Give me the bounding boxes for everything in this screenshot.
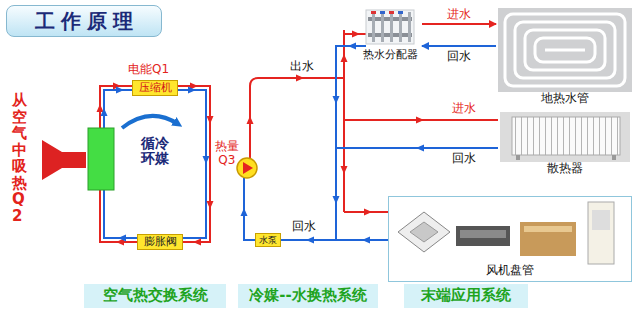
- refrigerant-pipe: [104, 90, 206, 238]
- flow-arrows: [241, 31, 425, 244]
- pipe-label: 出水: [290, 60, 314, 74]
- title-text: 工作原理: [29, 8, 139, 35]
- power-label: 电能Q1: [128, 63, 169, 77]
- pipe-connector: [422, 45, 496, 47]
- water-pump-box: 水泵: [255, 233, 281, 247]
- expansion-valve-box: 膨胀阀: [137, 234, 183, 250]
- distributor-unit: 热水分配器: [358, 6, 422, 64]
- pipe-label: 回水: [292, 220, 316, 234]
- floor-heating-panel: 地热水管: [496, 6, 634, 108]
- node-label: 压缩机: [139, 82, 172, 95]
- node-label: 膨胀阀: [144, 236, 177, 249]
- system-band: 末端应用系统: [404, 284, 528, 308]
- pipe-label: 回水: [452, 152, 476, 166]
- radiator-picture: [500, 112, 630, 162]
- node-label: 空气热交换系统: [103, 287, 208, 304]
- node-label: 地热水管: [541, 92, 589, 106]
- pipe-label: 进水: [452, 102, 476, 116]
- pump-symbol: [237, 158, 257, 178]
- node-label: 散热器: [547, 162, 583, 176]
- node-label: 水泵: [259, 235, 277, 245]
- air-horn: [42, 140, 86, 180]
- supply-pipe: [250, 30, 498, 212]
- refrigerant-label: 循环冷媒: [141, 136, 169, 167]
- node-label: 热水分配器: [363, 49, 418, 62]
- edge-label: 进水: [447, 8, 471, 22]
- node-label: 冷媒--水换热系统: [249, 287, 366, 304]
- compressor-box: 压缩机: [132, 80, 178, 96]
- fan-coil-box: 风机盘管: [388, 196, 632, 282]
- air-heat-label: 从空气中吸热Q2: [12, 92, 27, 224]
- radiator-panel: 散热器: [498, 110, 632, 178]
- title-box: 工作原理: [6, 5, 162, 37]
- system-band: 空气热交换系统: [84, 284, 226, 308]
- heat-label: 热量 Q3: [213, 140, 241, 168]
- fan-coil-picture: [398, 202, 614, 264]
- circulation-arrow: [122, 116, 178, 128]
- node-label: 末端应用系统: [421, 287, 511, 304]
- edge-label: 回水: [447, 50, 471, 64]
- system-band: 冷媒--水换热系统: [238, 284, 378, 308]
- floor-heating-picture: [498, 8, 632, 92]
- refrigerant-pipe: [100, 86, 210, 242]
- evaporator-coil: [88, 128, 114, 190]
- distributor-picture: [366, 10, 414, 44]
- return-pipe: [244, 46, 498, 240]
- pipe-connector: [422, 23, 496, 25]
- node-label: 风机盘管: [486, 264, 534, 278]
